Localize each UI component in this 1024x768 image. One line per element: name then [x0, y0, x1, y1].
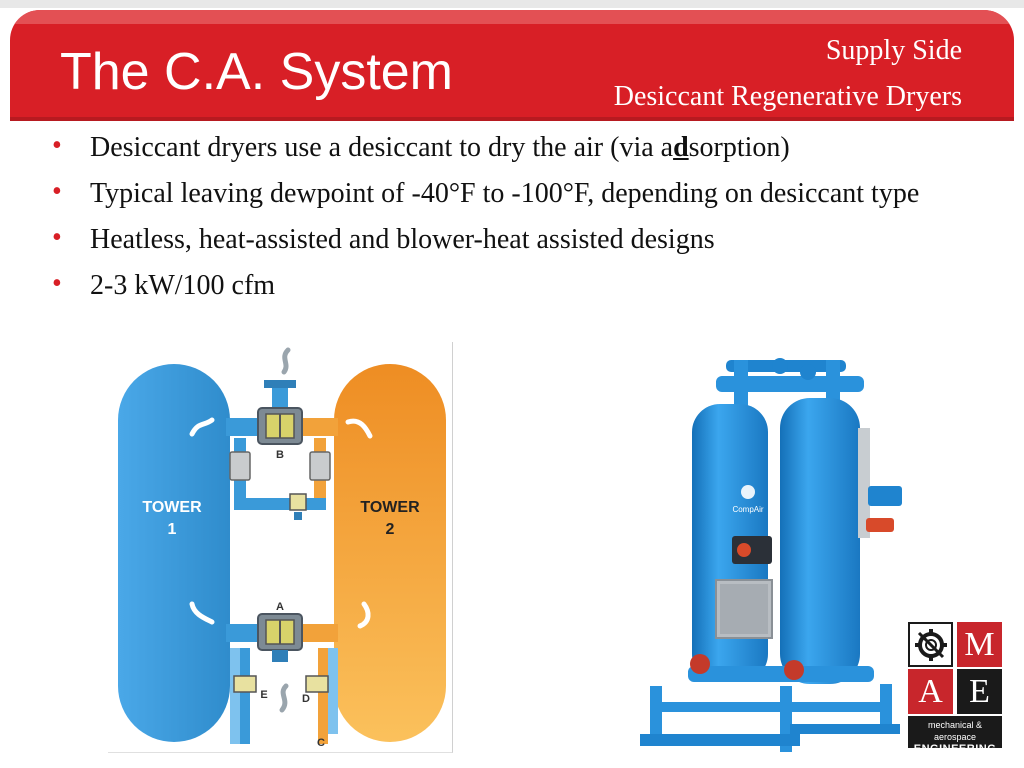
brand-name: CompAir [732, 505, 763, 514]
flow-arrow-icon [357, 601, 371, 629]
gauge-icon [737, 543, 751, 557]
filter-left [229, 451, 251, 481]
side-unit [858, 428, 870, 538]
dryer-product-image: CompAir [630, 346, 910, 756]
pipe-bottom-left [226, 624, 262, 642]
label-valve-a: A [276, 601, 284, 613]
logo-letter-e: E [957, 669, 1002, 714]
bullet-item: • Desiccant dryers use a desiccant to dry… [52, 130, 992, 166]
label-valve-c: C [317, 737, 325, 749]
side-valve [868, 486, 902, 506]
outlet-arrow-icon [281, 347, 291, 375]
slide-title: The C.A. System [60, 43, 453, 101]
dryer-schematic: B TOWER 1 TOWER 2 A [108, 342, 453, 753]
bottom-manifold [688, 666, 874, 682]
pipe-top-right [298, 418, 338, 436]
exhaust-pipe-d [318, 648, 328, 744]
pipe-bottom-right [298, 624, 338, 642]
top-pipe-left [734, 360, 748, 410]
tower-1-label-1: TOWER [142, 499, 202, 516]
tank-right [780, 398, 860, 684]
exhaust-muffler [690, 654, 710, 674]
dryer-product-svg: CompAir [640, 358, 902, 752]
mae-logo: M A E mechanical & aerospace ENGINEERING [908, 622, 1002, 755]
logo-caption-line-2: ENGINEERING [913, 743, 997, 755]
exhaust-muffler [784, 660, 804, 680]
logo-letter-m: M [957, 622, 1002, 667]
logo-caption-line-1: mechanical & aerospace [927, 720, 983, 742]
pipe-top-left [226, 418, 262, 436]
purge-pipe-bottom [234, 498, 326, 510]
logo-caption: mechanical & aerospace ENGINEERING [908, 716, 1002, 755]
base-frame [650, 702, 890, 712]
title-banner: The C.A. System Supply Side Desiccant Re… [10, 10, 1014, 121]
banner-highlight [10, 10, 1014, 24]
label-valve-d: D [302, 693, 310, 705]
valve-d [305, 675, 329, 693]
bullet-text: Heatless, heat-assisted and blower-heat … [90, 224, 715, 255]
logo-letter-a: A [908, 669, 953, 714]
bullet-emphasis: d [673, 132, 689, 163]
valve-knob [800, 364, 816, 380]
outlet-cap [264, 380, 296, 388]
bullet-item: • 2-3 kW/100 cfm [52, 268, 992, 304]
valve-a-outlet [272, 650, 288, 662]
bullet-icon: • [52, 268, 62, 299]
tower-2-label-2: 2 [386, 521, 395, 538]
tower-1 [118, 364, 230, 742]
brand-logo-icon [741, 485, 755, 499]
flow-arrow-icon [189, 601, 215, 625]
tower-2 [334, 364, 446, 742]
slide-frame [0, 0, 1024, 8]
exhaust-arrow-icon [279, 683, 289, 713]
label-valve-e: E [260, 689, 267, 701]
bullet-text: 2-3 kW/100 cfm [90, 270, 276, 301]
inlet-pipe-c [328, 648, 338, 734]
base-rail [640, 734, 800, 746]
check-valve-stem [294, 512, 302, 520]
gear-icon [914, 628, 947, 661]
valve-e [233, 675, 257, 693]
filter-right [309, 451, 331, 481]
outlet-pipe [272, 382, 288, 414]
control-cabinet-door [720, 584, 768, 634]
flow-arrow-icon [345, 418, 373, 439]
tower-1-label-2: 1 [168, 521, 177, 538]
label-valve-b: B [276, 449, 284, 461]
bullet-item: • Typical leaving dewpoint of -40°F to -1… [52, 176, 992, 212]
valve-knob [772, 358, 788, 374]
slide-subtitle: Supply Side Desiccant Regenerative Dryer… [614, 28, 962, 120]
bullet-icon: • [52, 130, 62, 161]
banner-edge [10, 117, 1014, 121]
subtitle-line-2: Desiccant Regenerative Dryers [613, 81, 962, 112]
tower-2-label-1: TOWER [360, 499, 420, 516]
bullet-icon: • [52, 176, 62, 207]
flow-arrow-icon [189, 417, 215, 437]
bullet-list: • Desiccant dryers use a desiccant to dry… [52, 130, 992, 314]
base-leg [880, 684, 892, 732]
bullet-text: Typical leaving dewpoint of -40°F to -10… [90, 178, 920, 209]
bullet-icon: • [52, 222, 62, 253]
bullet-text: Desiccant dryers use a desiccant to dry … [90, 132, 674, 163]
side-valve-2 [866, 518, 894, 532]
exhaust-pipe-e [240, 648, 250, 744]
bullet-text-end: sorption) [688, 132, 790, 163]
base-leg [650, 686, 662, 746]
base-rail [790, 724, 900, 734]
top-pipe-right [826, 360, 840, 410]
schematic-svg: B TOWER 1 TOWER 2 A [118, 347, 446, 749]
exhaust-pipe-e2 [230, 648, 240, 744]
gauge-panel [732, 536, 772, 564]
subtitle-line-1: Supply Side [825, 35, 962, 66]
logo-gear-cell [908, 622, 953, 667]
bullet-item: • Heatless, heat-assisted and blower-heat… [52, 222, 992, 258]
check-valve [289, 493, 307, 511]
